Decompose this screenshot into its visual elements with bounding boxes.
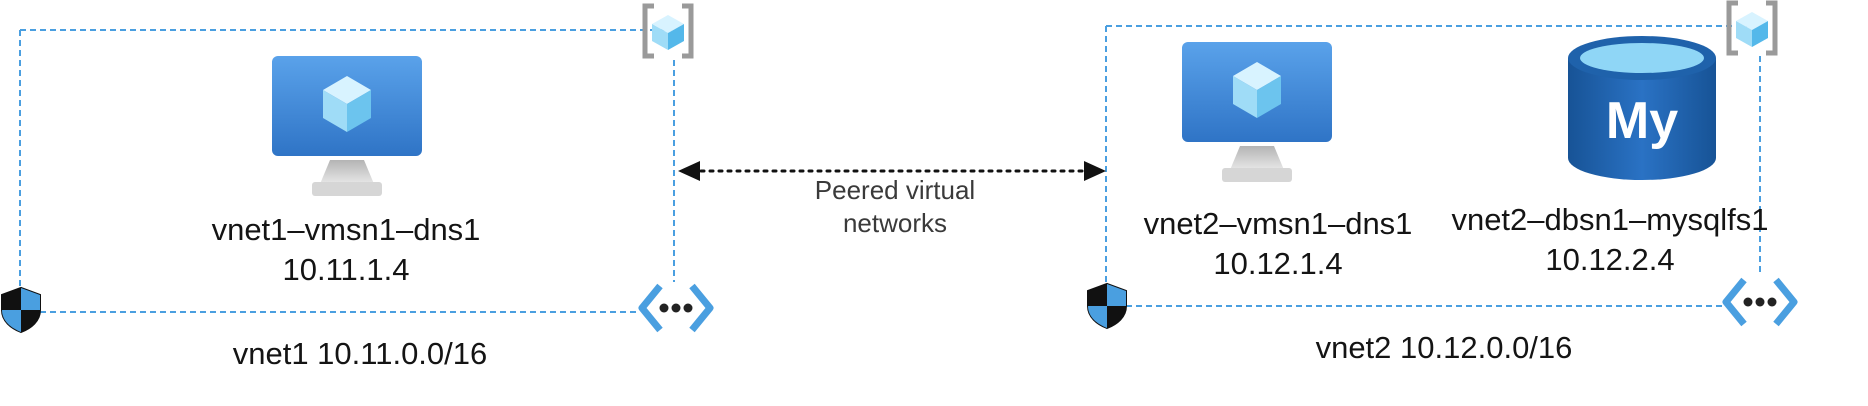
vnet2-vm-name: vnet2–vmsn1–dns1	[1143, 206, 1413, 241]
vnet2-caption: vnet2 10.12.0.0/16	[1315, 330, 1573, 365]
vnet2-db-name: vnet2–dbsn1–mysqlfs1	[1451, 202, 1769, 237]
mysql-icon-text: My	[1606, 92, 1678, 150]
vnet2-bracket-icon	[1729, 3, 1775, 53]
vnet1-caption: vnet1 10.11.0.0/16	[232, 336, 488, 371]
vnet2-peering-icon	[1726, 280, 1794, 324]
peering-label-line2: networks	[842, 208, 948, 238]
vnet1-boundary	[19, 29, 675, 313]
vnet1-vm-name: vnet1–vmsn1–dns1	[211, 212, 481, 247]
vnet1-peering-icon	[642, 286, 710, 330]
vnet2-vm-ip: 10.12.1.4	[1213, 246, 1343, 281]
peering-arrow	[678, 161, 1106, 181]
vnet2-nsg-shield-icon	[1087, 283, 1127, 329]
vnet1-vm-icon	[272, 56, 422, 196]
vnet1-vm-ip: 10.11.1.4	[282, 252, 410, 287]
vnet1-nsg-shield-icon	[1, 287, 41, 333]
vnet2-vm-icon	[1182, 42, 1332, 182]
vnet2-db-ip: 10.12.2.4	[1545, 242, 1675, 277]
peering-label-line1: Peered virtual	[814, 175, 976, 205]
vnet2-boundary	[1105, 25, 1761, 307]
mysql-database-icon: My	[1568, 36, 1716, 180]
